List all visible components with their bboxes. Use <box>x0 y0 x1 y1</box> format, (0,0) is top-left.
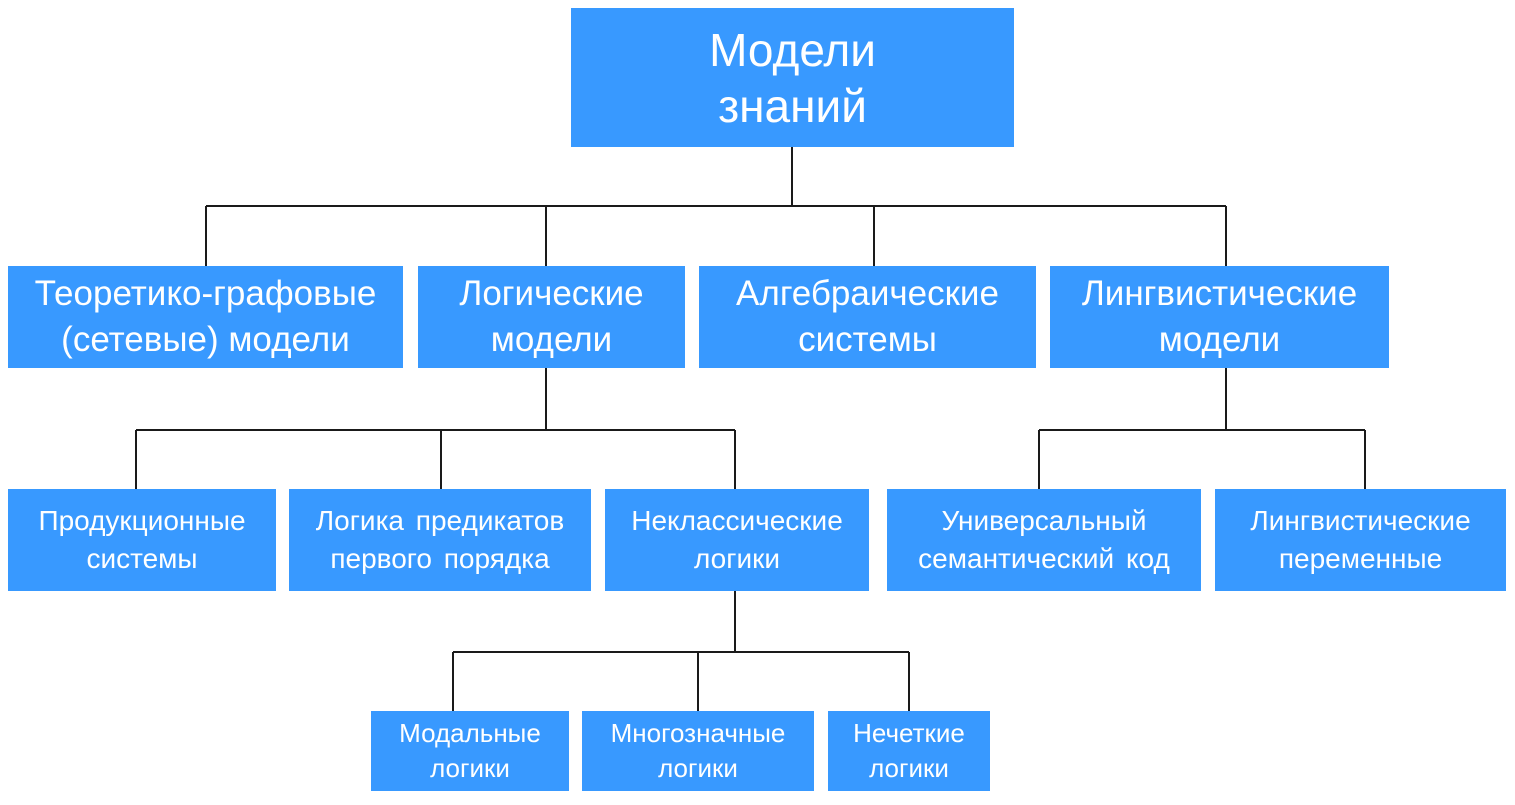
node-label-line: Универсальный <box>941 505 1147 536</box>
node-label-line: модели <box>1158 320 1281 359</box>
node-label-line: Модальные <box>399 718 541 748</box>
node-label-line: логики <box>869 753 949 783</box>
node-label-line: Неклассические <box>631 505 843 536</box>
node-label-line: Логические <box>459 274 644 313</box>
node-label-line: переменные <box>1278 543 1443 574</box>
connector-root-to-level1 <box>205 147 1227 266</box>
node-lingvisticheskie-modeli: Лингвистические модели <box>1050 266 1389 368</box>
node-label-line: логики <box>694 543 780 574</box>
node-label-line: логики <box>658 753 738 783</box>
node-label-line: Модели <box>709 23 876 76</box>
node-label-line: Нечеткие <box>853 718 965 748</box>
node-label-line: Продукционные <box>38 505 246 536</box>
node-nechetkie-logiki: Нечеткие логики <box>828 711 990 791</box>
node-label-line: семантический код <box>918 543 1170 574</box>
connector-lingvisticheskie-to-children <box>1038 368 1366 489</box>
node-label-line: модели <box>490 320 613 359</box>
node-modalnye-logiki: Модальные логики <box>371 711 569 791</box>
node-logika-predikatov: Логика предикатов первого порядка <box>289 489 591 591</box>
node-produkcionnye-sistemy: Продукционные системы <box>8 489 276 591</box>
node-label-line: (сетевые) модели <box>61 320 350 359</box>
node-label-line: системы <box>798 320 937 359</box>
node-label-line: Многозначные <box>610 718 786 748</box>
node-label-line: Алгебраические <box>736 274 999 313</box>
node-algebraicheskie-sistemy: Алгебраические системы <box>699 266 1036 368</box>
connector-logicheskie-to-children <box>135 368 736 489</box>
node-logicheskie-modeli: Логические модели <box>418 266 685 368</box>
node-label-line: Лингвистические <box>1081 274 1358 313</box>
node-universalnyy-semanticheskiy-kod: Универсальный семантический код <box>887 489 1201 591</box>
connector-neklassicheskie-to-children <box>452 591 910 711</box>
node-label-line: Теоретико-графовые <box>34 274 377 313</box>
node-lingvisticheskie-peremennye: Лингвистические переменные <box>1215 489 1506 591</box>
node-label-line: логики <box>430 753 510 783</box>
node-neklassicheskie-logiki: Неклассические логики <box>605 489 869 591</box>
node-label-line: Логика предикатов <box>315 505 565 536</box>
node-mnogoznachnye-logiki: Многозначные логики <box>582 711 814 791</box>
node-label-line: первого порядка <box>330 543 550 574</box>
node-teoretiko-grafovye-modeli: Теоретико-графовые (сетевые) модели <box>8 266 403 368</box>
root-node-modeli-znaniy: Модели знаний <box>571 8 1014 147</box>
node-label-line: системы <box>86 543 198 574</box>
node-label-line: знаний <box>718 79 867 132</box>
node-label-line: Лингвистические <box>1250 505 1471 536</box>
